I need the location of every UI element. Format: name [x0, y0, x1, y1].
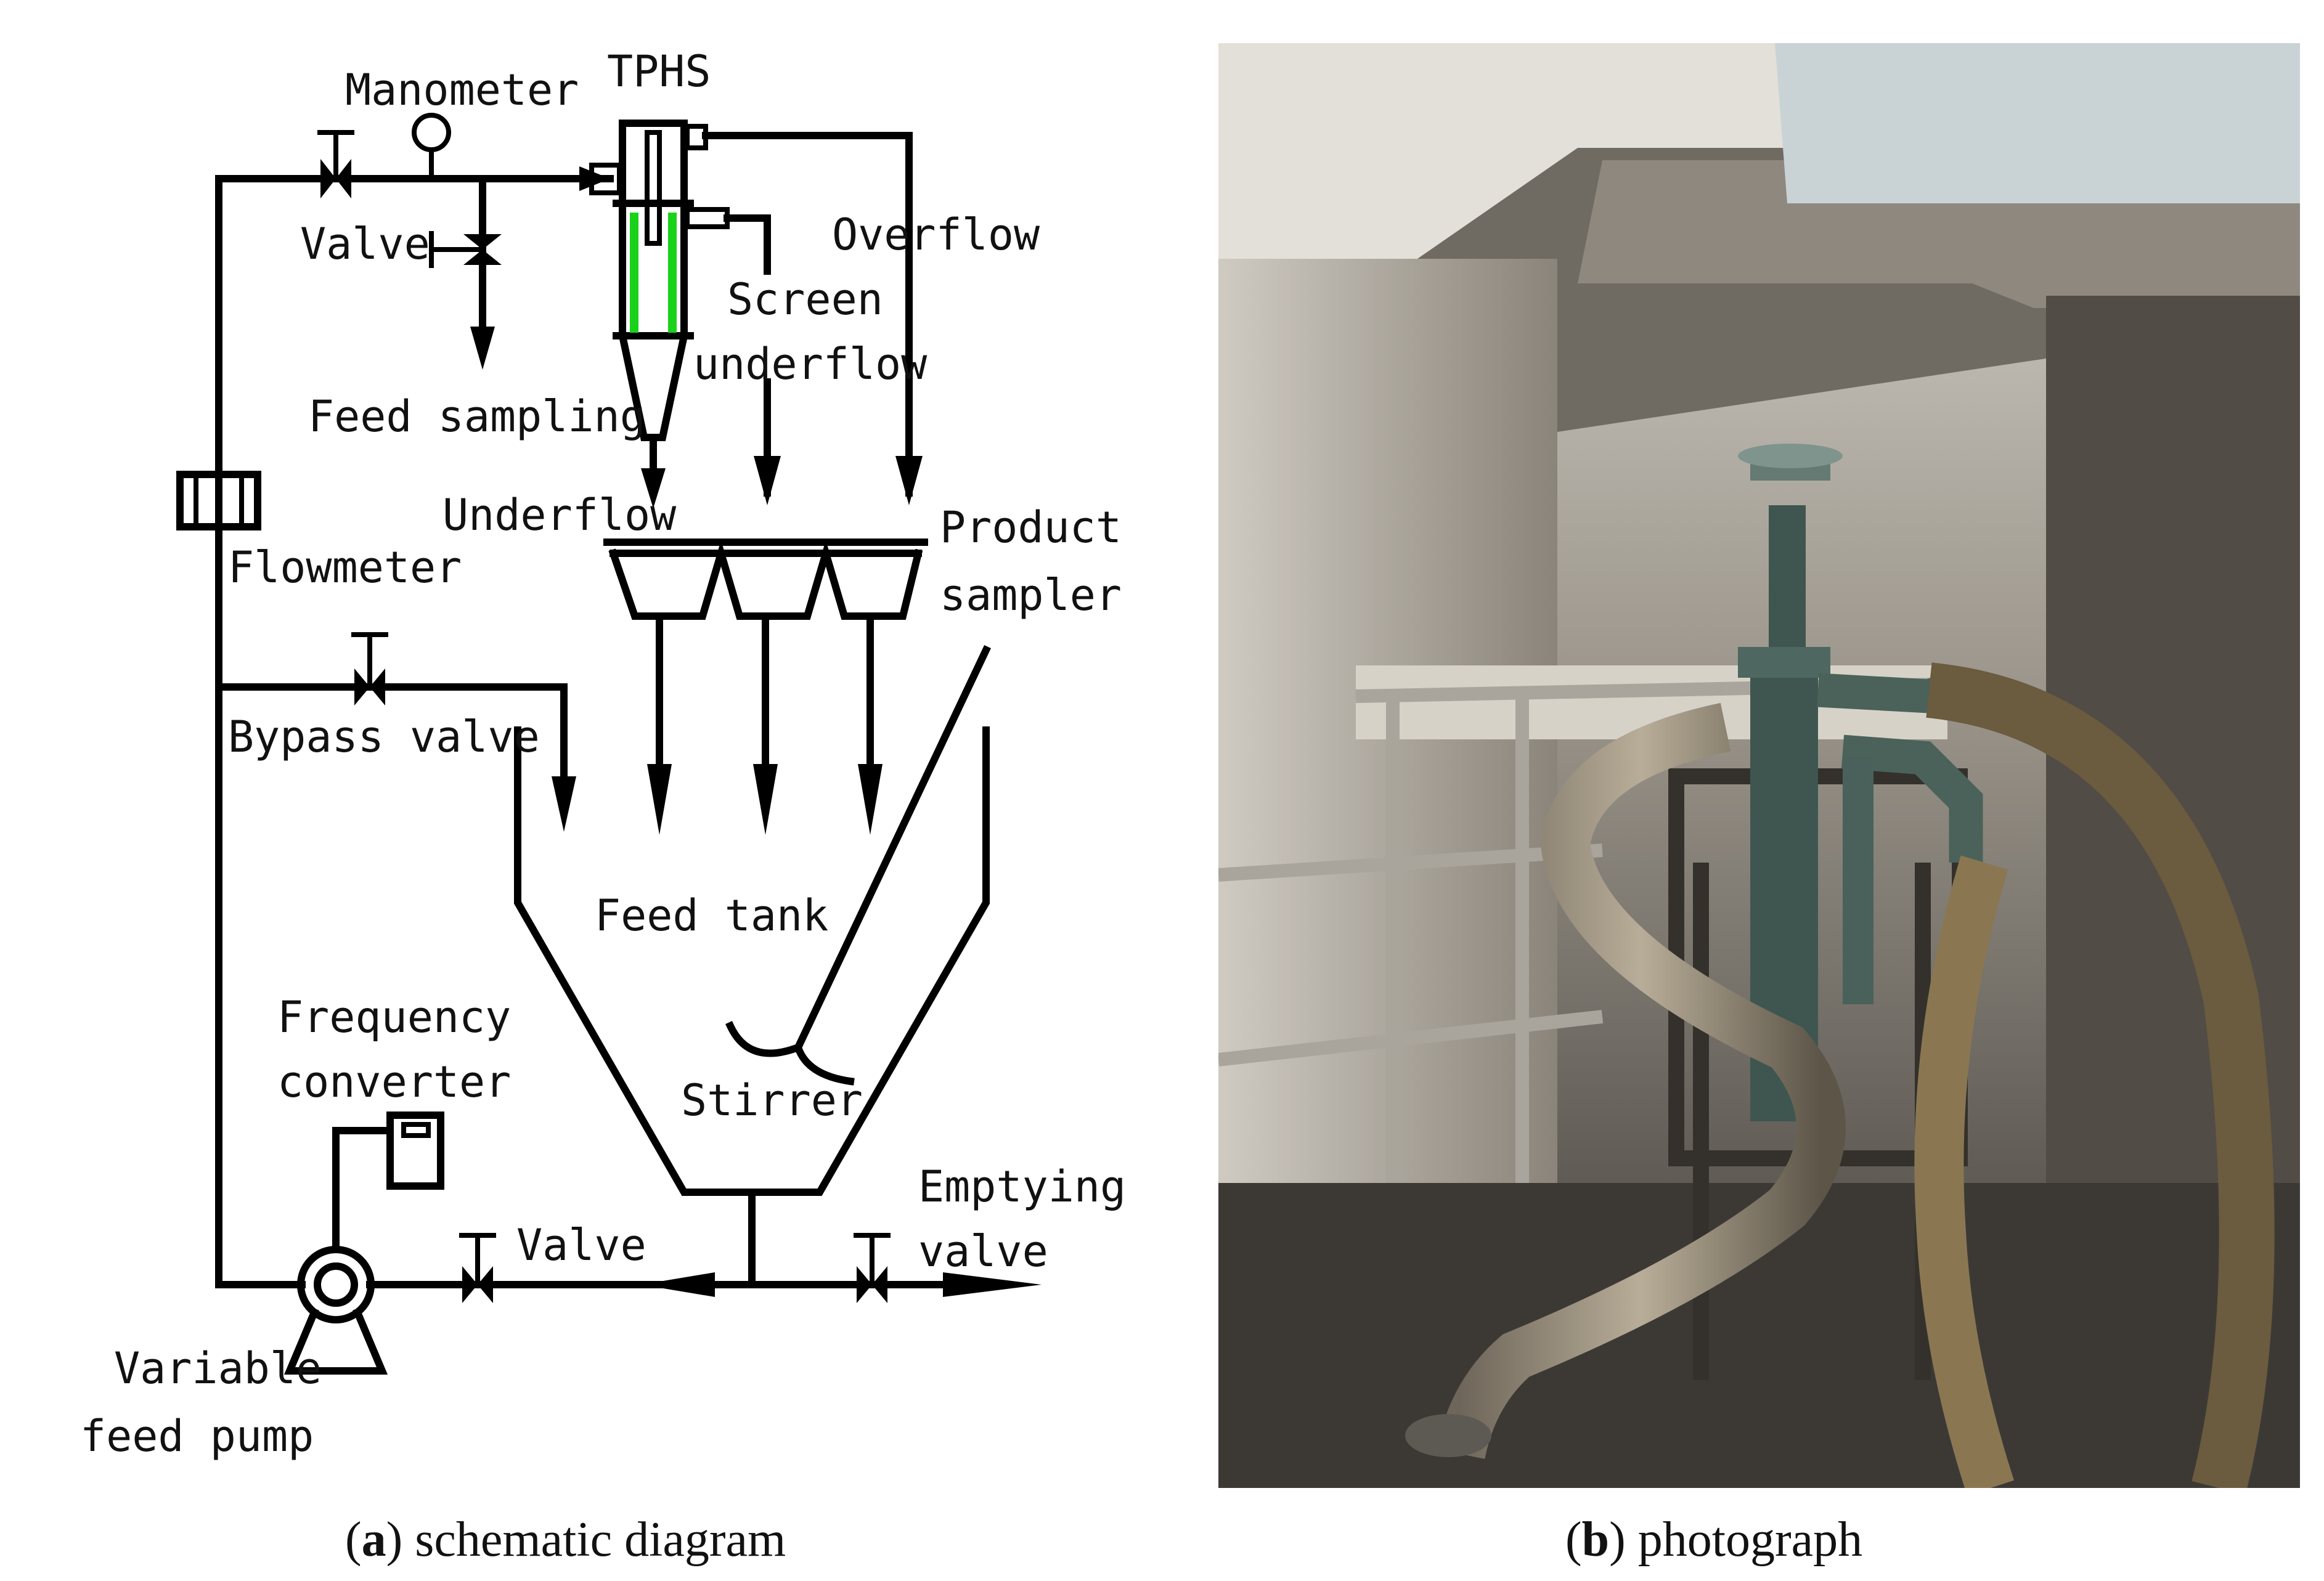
flowmeter-icon [176, 471, 261, 530]
caption-b-letter: b [1582, 1513, 1610, 1567]
return-arrow [641, 1272, 715, 1297]
tphs-label: TPHS [607, 46, 711, 97]
screen-green-right [668, 213, 677, 333]
frequency-label: Frequency [277, 992, 511, 1042]
product-label: Product [940, 502, 1122, 553]
manometer-label: Manometer [345, 65, 579, 115]
underflow-arrow [641, 468, 666, 508]
underflow-label: Underflow [442, 490, 677, 540]
flowmeter-label: Flowmeter [228, 542, 462, 593]
feed-sampling-label: Feed sampling [308, 391, 646, 442]
converter-label: converter [277, 1057, 511, 1107]
overflow-label: Overflow [832, 209, 1040, 260]
emptying-arrow [943, 1272, 1042, 1297]
svg-text:(b) photograph: (b) photograph [1565, 1513, 1862, 1567]
sampler-outlet-arrows [647, 612, 883, 835]
bottom-valve-icon [459, 1233, 496, 1303]
feed-tank-label: Feed tank [595, 890, 828, 941]
sampler-label: sampler [940, 570, 1122, 620]
screen-underflow-arrow [754, 456, 781, 505]
manometer-icon [412, 113, 451, 179]
variable-label: Variable [114, 1343, 322, 1394]
emptying-valve-icon [854, 1233, 891, 1303]
variable-feed-pump-icon [215, 1127, 404, 1375]
bypass-valve-label: Bypass valve [228, 712, 540, 762]
svg-text:(a) schematic diagram: (a) schematic diagram [345, 1513, 786, 1567]
stirrer-label: Stirrer [681, 1075, 863, 1126]
screen-label: Screen [727, 274, 883, 325]
bypass-line [215, 683, 568, 799]
top-valve-icon [317, 130, 354, 198]
overflow-line [702, 132, 913, 497]
photograph [1218, 43, 2300, 1488]
bypass-arrow [552, 776, 576, 832]
caption-b-text: photograph [1626, 1513, 1862, 1567]
caption-a: (a) schematic diagram [345, 1513, 786, 1567]
emptying-label: Emptying [918, 1161, 1126, 1212]
frequency-converter-icon [386, 1112, 444, 1190]
sampling-valve-icon [429, 231, 502, 268]
caption-b: (b) photograph [1565, 1513, 1862, 1567]
valve-bottom-label: Valve [516, 1220, 646, 1270]
overflow-arrow [895, 456, 923, 505]
schematic-diagram: Manometer TPHS Valve Overflow Screen und… [80, 46, 1126, 1461]
caption-a-text: schematic diagram [402, 1513, 786, 1567]
stirrer-icon [725, 645, 991, 1086]
product-sampler [603, 539, 928, 620]
bypass-valve-icon [351, 632, 388, 705]
caption-a-letter: a [362, 1513, 386, 1567]
screen-underflow-label: underflow [693, 339, 928, 389]
feed-sampling-arrow [470, 327, 495, 370]
tphs-hydrocyclone [589, 120, 730, 441]
valve-top-label: Valve [300, 219, 430, 269]
screen-green-left [630, 213, 638, 333]
emptying-valve-label: valve [918, 1226, 1048, 1277]
inlet-arrow [579, 166, 610, 191]
feed-pump-label: feed pump [80, 1411, 314, 1461]
